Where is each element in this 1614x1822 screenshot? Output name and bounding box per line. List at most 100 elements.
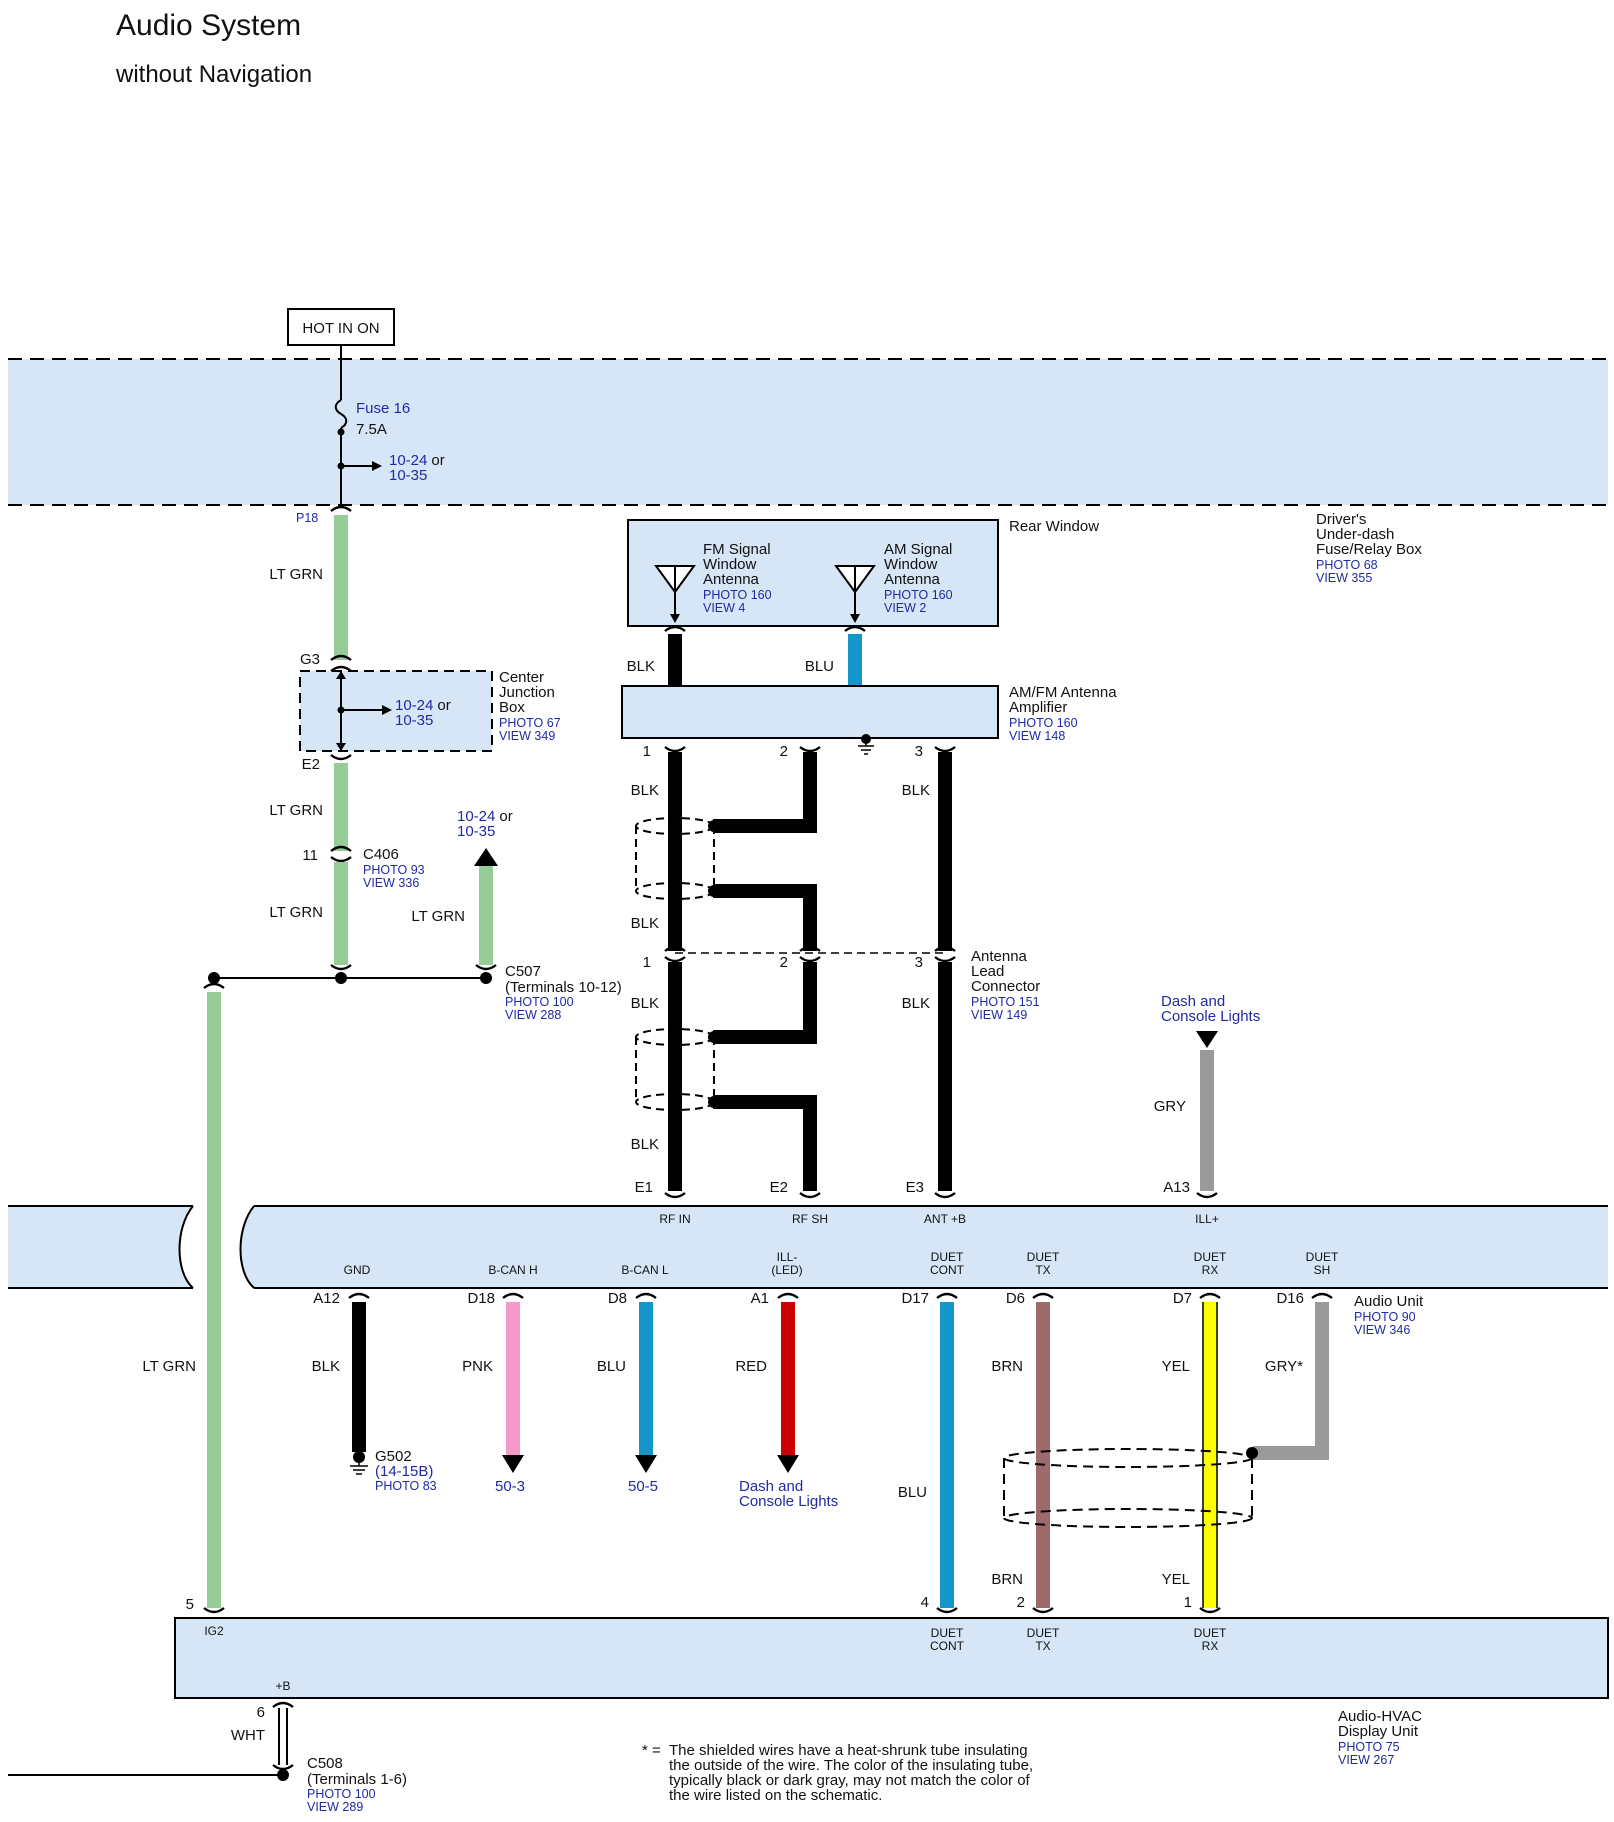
amplifier-ground-icon xyxy=(858,734,874,755)
connector-fm xyxy=(664,625,686,632)
dash-lights-ref-3: Dash and xyxy=(739,1478,803,1495)
connector-b-pin6 xyxy=(272,1701,294,1708)
c507-ref-arrow xyxy=(474,848,498,866)
wire-label-gry-star: GRY* xyxy=(1265,1358,1303,1375)
connector-a1 xyxy=(777,1292,799,1299)
connector-c406-bottom xyxy=(330,856,352,863)
hvac-label-b: +B xyxy=(275,1679,290,1693)
c508-terminals: (Terminals 1-6) xyxy=(307,1771,407,1788)
c507-photo: PHOTO 100 xyxy=(505,995,574,1009)
c507-node-left xyxy=(208,972,220,984)
wire-label-blk-1: BLK xyxy=(631,782,659,799)
alc-name-3: Connector xyxy=(971,978,1040,995)
alc-view: VIEW 149 xyxy=(971,1008,1027,1022)
audio-bot-pin-a12: A12 xyxy=(313,1290,340,1307)
connector-g3 xyxy=(330,654,352,661)
g502-name: G502 xyxy=(375,1448,412,1465)
connector-p18 xyxy=(330,505,352,512)
c507-terminals: (Terminals 10-12) xyxy=(505,979,622,996)
connector-e2 xyxy=(799,1192,821,1199)
c507-view: VIEW 288 xyxy=(505,1008,561,1022)
fm-antenna-view: VIEW 4 xyxy=(703,601,745,615)
am-antenna-view: VIEW 2 xyxy=(884,601,926,615)
wire-label-ltgrn-4: LT GRN xyxy=(411,908,465,925)
branch-arrow xyxy=(372,461,382,471)
wire-label-wht: WHT xyxy=(231,1727,265,1744)
connector-d18 xyxy=(502,1292,524,1299)
c507-name: C507 xyxy=(505,963,541,980)
bcanh-arrow xyxy=(502,1455,524,1473)
audio-top-pin-a13: A13 xyxy=(1163,1179,1190,1196)
fuse-box-name-1: Driver's xyxy=(1316,511,1366,528)
hvac-name-2: Display Unit xyxy=(1338,1723,1419,1740)
connector-a13 xyxy=(1196,1192,1218,1199)
hvac-label-duet-tx-2: TX xyxy=(1035,1639,1050,1653)
c507-node-center xyxy=(335,972,347,984)
junction-box-view: VIEW 349 xyxy=(499,729,555,743)
hvac-view: VIEW 267 xyxy=(1338,1753,1394,1767)
dash-lights-arrow xyxy=(1196,1031,1218,1048)
connector-d17 xyxy=(936,1292,958,1299)
alc-pin-3: 3 xyxy=(915,954,923,971)
connector-c508 xyxy=(272,1764,294,1771)
wire-blk-shield-2a xyxy=(713,962,817,1044)
c406-photo: PHOTO 93 xyxy=(363,863,425,877)
fuse-node xyxy=(337,428,345,436)
c406-name: C406 xyxy=(363,846,399,863)
wire-label-ltgrn-5: LT GRN xyxy=(142,1358,196,1375)
audio-unit-photo: PHOTO 90 xyxy=(1354,1310,1416,1324)
audio-bot-label-dcont-2: CONT xyxy=(930,1263,965,1277)
wire-label-brn-1: BRN xyxy=(991,1358,1023,1375)
audio-bot-label-ill-1: ILL- xyxy=(777,1250,798,1264)
c508-photo: PHOTO 100 xyxy=(307,1787,376,1801)
connector-alc-3-top xyxy=(934,945,956,952)
audio-bot-label-bcanh: B-CAN H xyxy=(488,1263,537,1277)
audio-bot-pin-d18: D18 xyxy=(467,1290,495,1307)
fm-antenna-name-3: Antenna xyxy=(703,571,760,588)
audio-bot-pin-d16: D16 xyxy=(1276,1290,1304,1307)
fuse-box-name-3: Fuse/Relay Box xyxy=(1316,541,1422,558)
footnote-line-2: the outside of the wire. The color of th… xyxy=(669,1757,1033,1774)
connector-d8 xyxy=(635,1292,657,1299)
junction-box-top-connector xyxy=(330,665,352,672)
am-antenna-name-2: Window xyxy=(884,556,938,573)
audio-unit-panel xyxy=(240,1206,1608,1288)
audio-unit-panel-left xyxy=(8,1206,193,1288)
audio-bot-label-dtx-1: DUET xyxy=(1027,1250,1060,1264)
dash-lights-ref-4: Console Lights xyxy=(739,1493,838,1510)
connector-alc-1-top xyxy=(664,945,686,952)
ref-50-3: 50-3 xyxy=(495,1478,525,1495)
g502-ground-icon xyxy=(350,1451,368,1475)
fuse-rating: 7.5A xyxy=(356,421,387,438)
hvac-label-duet-cont-1: DUET xyxy=(931,1626,964,1640)
c508-view: VIEW 289 xyxy=(307,1800,363,1814)
connector-alc-3-bot xyxy=(934,956,956,963)
fuse-box-photo: PHOTO 68 xyxy=(1316,558,1378,572)
amplifier-name-2: Amplifier xyxy=(1009,699,1067,716)
audio-left-break xyxy=(178,1205,194,1289)
wire-label-brn-2: BRN xyxy=(991,1571,1023,1588)
amplifier-pin-3: 3 xyxy=(915,743,923,760)
connector-d7 xyxy=(1199,1292,1221,1299)
hot-in-on-label: HOT IN ON xyxy=(302,320,379,337)
am-antenna-name-1: AM Signal xyxy=(884,541,952,558)
connector-ig2 xyxy=(203,1607,225,1614)
hvac-label-duet-rx-2: RX xyxy=(1202,1639,1219,1653)
hvac-label-ig2: IG2 xyxy=(204,1624,224,1638)
audio-top-pin-e2: E2 xyxy=(770,1179,788,1196)
connector-alc-1-bot xyxy=(664,956,686,963)
footnote-mark: * = xyxy=(642,1742,661,1759)
audio-bot-label-drx-2: RX xyxy=(1202,1263,1219,1277)
ill-arrow xyxy=(777,1455,799,1473)
fm-antenna-icon xyxy=(654,565,696,623)
alc-pin-2: 2 xyxy=(780,954,788,971)
audio-unit-name: Audio Unit xyxy=(1354,1293,1424,1310)
amplifier-view: VIEW 148 xyxy=(1009,729,1065,743)
fuse-symbol xyxy=(334,399,348,429)
fuse-box-view: VIEW 355 xyxy=(1316,571,1372,585)
wire-label-blk-3: BLK xyxy=(631,915,659,932)
c507-node-right xyxy=(480,972,492,984)
am-antenna-icon xyxy=(834,565,876,623)
